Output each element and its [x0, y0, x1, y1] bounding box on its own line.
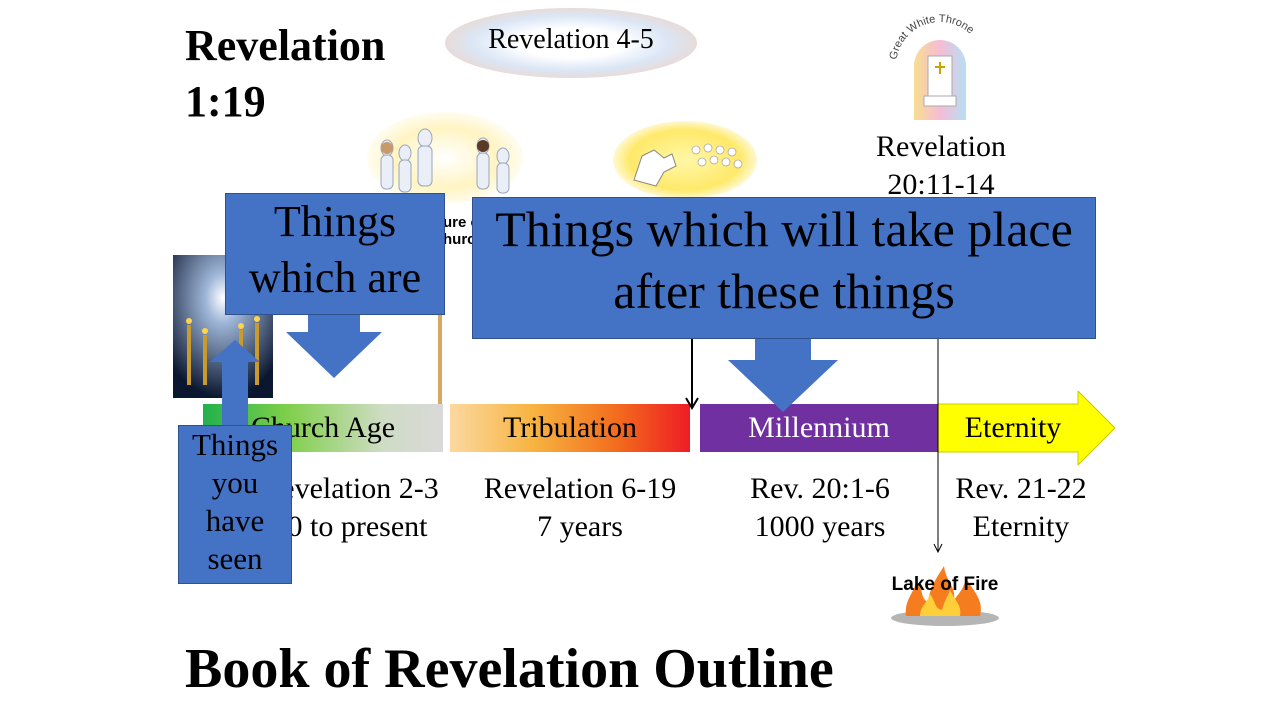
- slide-title: Book of Revelation Outline: [185, 638, 834, 700]
- caption-millennium: Rev. 20:1-6 1000 years: [720, 470, 920, 546]
- caption-eternity-ref: Rev. 21-22: [955, 472, 1087, 505]
- timeline-label-millennium: Millennium: [748, 411, 890, 444]
- things-which-are-box: Things which are: [225, 193, 445, 315]
- timeline-label-tribulation: Tribulation: [503, 411, 637, 444]
- caption-tribulation-span: 7 years: [537, 510, 623, 543]
- cloud-label: Revelation 4-5: [488, 24, 654, 55]
- caption-millennium-span: 1000 years: [754, 510, 886, 543]
- rapture-marker-line: [438, 250, 442, 404]
- timeline-label-eternity: Eternity: [964, 411, 1062, 444]
- lake-of-fire-image: [891, 566, 999, 626]
- timeline-bar-millennium: Millennium: [700, 404, 938, 452]
- things-seen-box: Things you have seen: [178, 425, 292, 584]
- throne-down-arrow: [933, 338, 943, 554]
- timeline-arrow-eternity: Eternity: [938, 391, 1116, 465]
- caption-church-age-span: 30 to present: [272, 510, 428, 543]
- great-white-throne-image: Great White Throne: [888, 13, 976, 120]
- throne-caption: Revelation 20:11-14: [876, 130, 1006, 201]
- things-after-box: Things which will take place after these…: [472, 197, 1096, 339]
- caption-eternity-span: Eternity: [972, 510, 1070, 543]
- things-after-arrow: [728, 336, 838, 412]
- rapture-down-arrow: [685, 336, 699, 410]
- caption-millennium-ref: Rev. 20:1-6: [750, 472, 890, 505]
- lake-of-fire-label: Lake of Fire: [891, 574, 999, 595]
- caption-tribulation: Revelation 6-19 7 years: [460, 470, 700, 546]
- top-reference: Revelation 1:19: [185, 21, 386, 126]
- caption-eternity: Rev. 21-22 Eternity: [935, 470, 1107, 546]
- caption-church-age: Revelation 2-3 30 to present: [240, 470, 460, 546]
- cloud-image: [445, 8, 697, 78]
- timeline-bar-tribulation: Tribulation: [450, 404, 690, 452]
- white-horse-image: [613, 121, 757, 199]
- caption-tribulation-ref: Revelation 6-19: [483, 472, 677, 505]
- things-which-are-arrow: [286, 312, 382, 378]
- things-seen-arrow: [210, 340, 260, 430]
- rapture-image: [367, 112, 523, 204]
